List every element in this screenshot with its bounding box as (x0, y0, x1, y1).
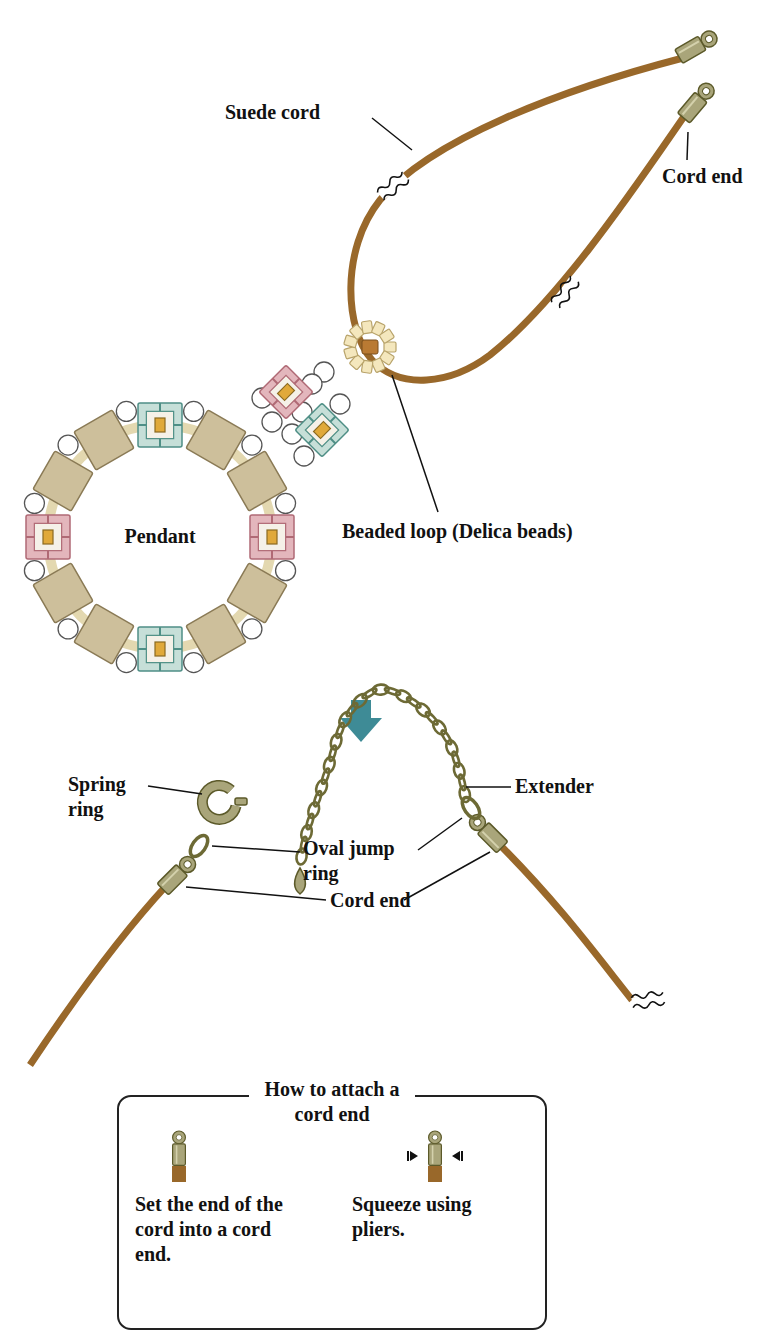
part-label: Extender (515, 774, 594, 799)
pendant (24, 362, 350, 673)
suede-cord (499, 844, 632, 1000)
cord-end-icon (172, 1131, 463, 1182)
pendant-label: Pendant (124, 524, 195, 549)
part-label: Spring ring (68, 772, 148, 822)
break-mark (550, 275, 581, 310)
beaded-loop (344, 321, 396, 374)
leader-lines (148, 786, 511, 900)
instruction-box: How to attach a cord endSet the end of t… (117, 1095, 547, 1330)
break-mark (376, 170, 410, 202)
break-mark (631, 990, 665, 1010)
oval-jump-ring (187, 832, 211, 859)
part-label: Cord end (662, 164, 743, 189)
suede-cord (351, 58, 683, 380)
cord-end (678, 80, 718, 123)
box-heading: How to attach a cord end (249, 1077, 415, 1127)
step-caption: Set the end of the cord into a cord end. (135, 1192, 305, 1267)
cord-end (675, 28, 720, 63)
cord-end (157, 853, 199, 895)
leader-lines (372, 118, 688, 512)
part-label: Beaded loop (Delica beads) (342, 519, 573, 544)
part-label: Cord end (330, 888, 411, 913)
part-label: Suede cord (225, 100, 320, 125)
spring-ring (202, 785, 247, 819)
step-caption: Squeeze using pliers. (352, 1192, 502, 1242)
part-label: Oval jump ring (303, 836, 418, 886)
suede-cord (30, 886, 166, 1065)
